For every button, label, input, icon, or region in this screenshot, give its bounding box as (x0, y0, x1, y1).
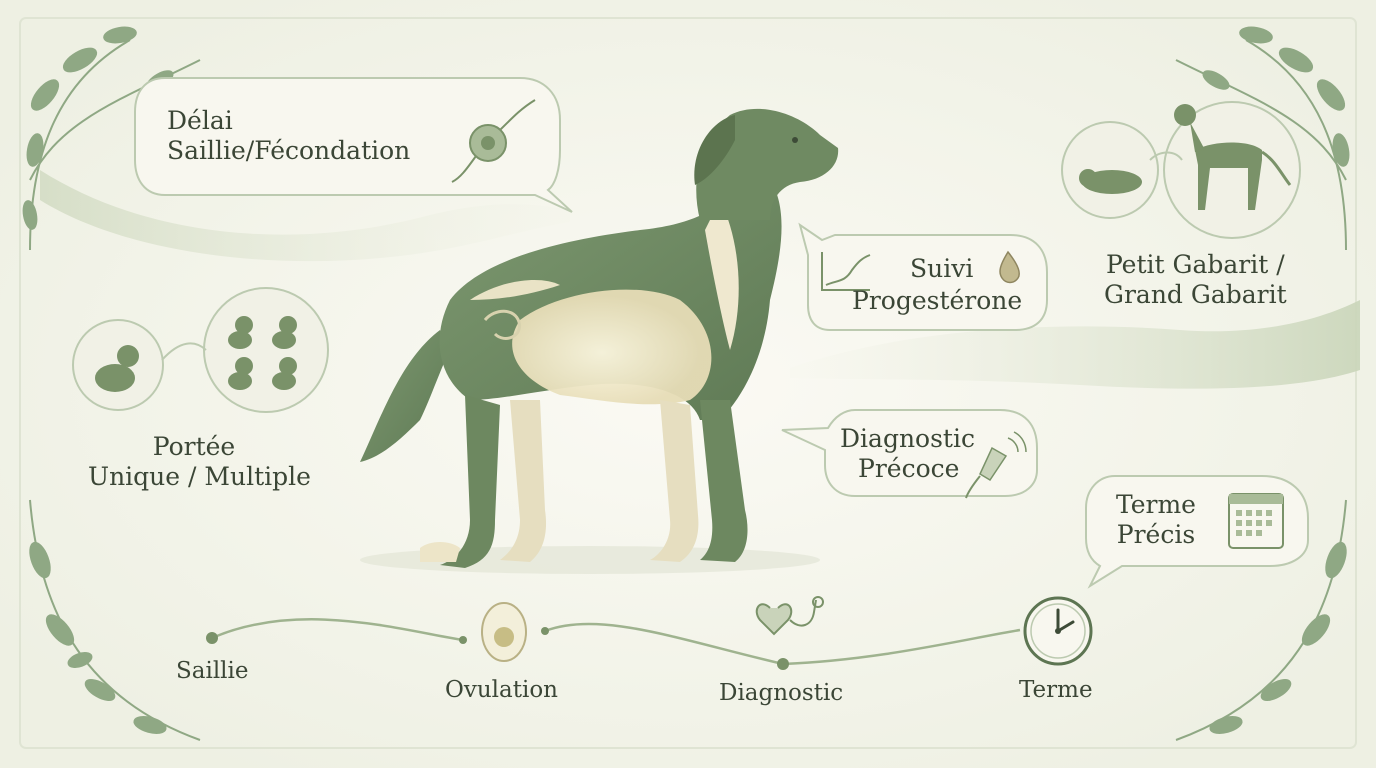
callout-diagnostic-text: Diagnostic Précoce (840, 424, 975, 483)
progesterone-chart-icon (821, 252, 871, 291)
gabarit-icons (1061, 101, 1301, 239)
callout-delai-text: Délai Saillie/Fécondation (167, 106, 410, 165)
callout-portee-line2: Unique / Multiple (88, 461, 311, 491)
callout-suivi-line2: Progestérone (852, 286, 1023, 315)
leaf-vine-icon (22, 26, 201, 251)
timeline-dot-saillie (206, 632, 218, 644)
callout-suivi (798, 222, 1048, 331)
callout-portee-text: Portée Unique / Multiple (88, 432, 311, 491)
timeline-label-ovulation: Ovulation (445, 677, 558, 703)
leaf-vine-icon (1175, 499, 1347, 741)
sleeping-dog-icon (1079, 169, 1142, 194)
dog-illustration (360, 108, 839, 574)
callout-diagnostic-line1: Diagnostic (840, 424, 975, 453)
heart-stethoscope-icon (755, 596, 824, 636)
callout-suivi-line1: Suivi (910, 254, 974, 283)
timeline-dot-ovulation-right (541, 627, 549, 635)
callout-diagnostic (781, 409, 1038, 499)
callout-diagnostic-line2: Précoce (858, 453, 960, 483)
callout-terme-line2: Précis (1116, 519, 1196, 549)
callout-delai (134, 77, 573, 213)
callout-delai-line2: Saillie/Fécondation (167, 135, 411, 165)
drop-icon (999, 250, 1020, 284)
timeline-label-saillie: Saillie (176, 658, 249, 684)
timeline (206, 596, 1093, 670)
callout-portee-line1: Portée (152, 432, 236, 461)
portee-icons (72, 287, 329, 413)
callout-suivi-text: Suivi (910, 254, 973, 284)
ultrasound-probe-icon (965, 431, 1027, 499)
calendar-icon (1228, 493, 1284, 549)
callout-gabarit-line2: Grand Gabarit (1104, 279, 1287, 309)
puppy-icon (95, 345, 139, 392)
callout-terme (1085, 475, 1309, 589)
timeline-dot-ovulation-left (459, 636, 467, 644)
timeline-label-diagnostic: Diagnostic (719, 680, 844, 706)
clock-icon (1023, 596, 1093, 666)
leaf-vine-icon (29, 499, 201, 741)
swirl-top-left (40, 170, 570, 262)
standing-dog-icon (1174, 104, 1292, 210)
timeline-dot-diagnostic (777, 658, 789, 670)
swirl-right (790, 300, 1360, 389)
callout-gabarit-text: Petit Gabarit / Grand Gabarit (1104, 250, 1287, 309)
timeline-label-terme: Terme (1019, 677, 1093, 703)
leaf-vine-icon (1175, 26, 1350, 251)
egg-icon (481, 602, 527, 662)
callout-delai-line1: Délai (167, 106, 233, 135)
sperm-egg-icon (451, 99, 536, 183)
inner-frame (19, 17, 1357, 749)
callout-gabarit-line1: Petit Gabarit / (1105, 250, 1285, 279)
puppies-icon (228, 316, 297, 390)
callout-suivi-text-2: Progestérone (852, 286, 1022, 316)
callout-terme-text: Terme Précis (1116, 490, 1196, 549)
callout-terme-line1: Terme (1116, 490, 1196, 519)
